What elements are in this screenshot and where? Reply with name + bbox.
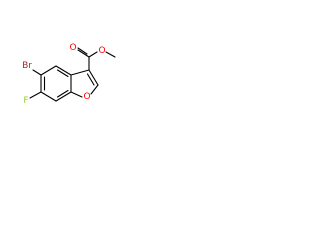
bond-c-o-double [77,49,90,58]
fluorine-label: F [23,96,28,106]
bond-c3-c3a [70,69,90,76]
bond-o1-c2 [90,84,99,95]
bond-c7a-o1 [70,91,83,98]
bond-c3a-c4-inner [56,69,69,78]
bond-c6-f [29,91,42,99]
bond-c-o-double-inner [77,47,88,55]
bond-o-methyl [105,51,116,58]
bromine-label: Br [22,61,32,71]
molecule-canvas: F Br O O O [0,0,152,152]
bond-c6-c7 [40,91,57,102]
bond-c5-br [32,69,42,76]
structure-diagram: F Br O O O [22,43,116,106]
bond-c7-c7a-inner [56,89,69,98]
bond-c4-c5 [40,65,57,76]
bond-c7-c7a [55,91,72,102]
ester-oxygen-label: O [98,46,105,56]
carbonyl-oxygen-label: O [69,43,76,53]
furan-oxygen-label: O [83,92,90,102]
bond-c3a-c4 [55,65,72,76]
bond-c-o-single [88,51,98,58]
bond-c2-c3 [88,69,99,86]
bond-c2-c3-inner [86,73,95,86]
